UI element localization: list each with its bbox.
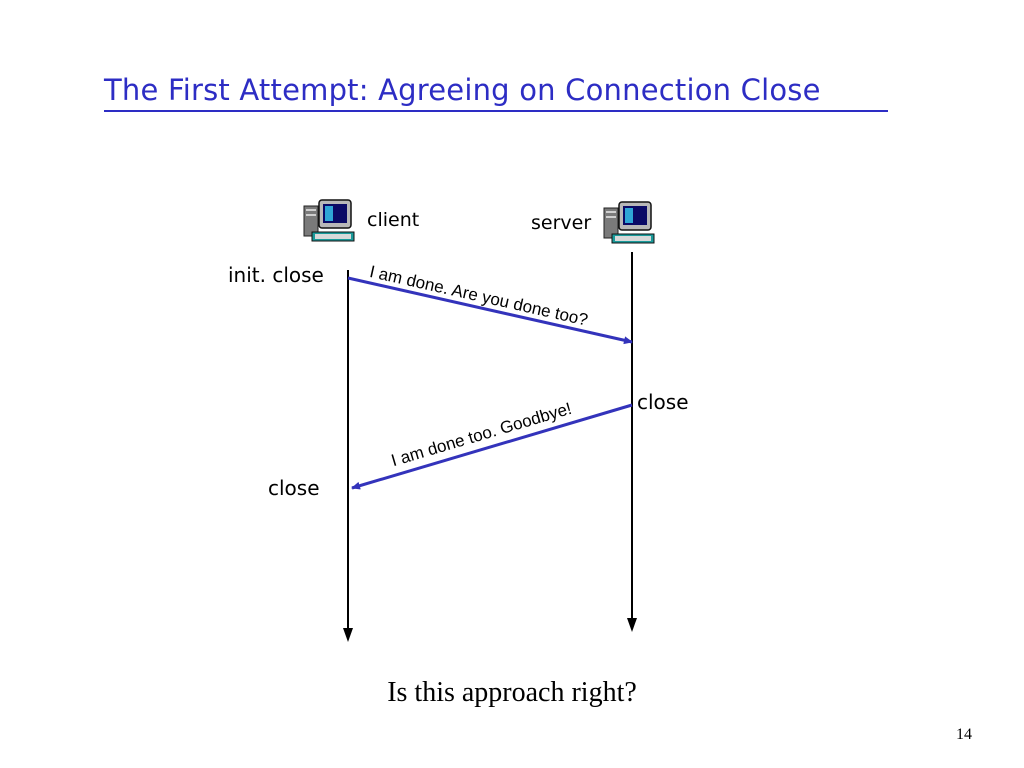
server-event-close: close <box>637 390 689 414</box>
client-timeline-arrowhead <box>343 628 353 642</box>
slide-question: Is this approach right? <box>387 677 637 708</box>
server-timeline-arrowhead <box>627 618 637 632</box>
title-underline <box>104 110 888 112</box>
page-number: 14 <box>956 726 972 743</box>
slide-title: The First Attempt: Agreeing on Connectio… <box>104 73 821 107</box>
client-label: client <box>367 209 420 231</box>
message-arrow-2 <box>351 403 633 490</box>
client-event-init-close: init. close <box>228 263 324 287</box>
client-computer-icon <box>303 199 355 242</box>
message-arrow-1 <box>347 276 633 345</box>
client-event-close: close <box>268 476 320 500</box>
server-computer-icon <box>603 201 655 244</box>
server-label: server <box>531 212 592 234</box>
